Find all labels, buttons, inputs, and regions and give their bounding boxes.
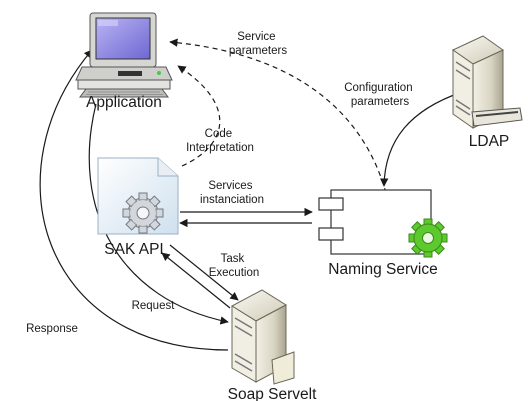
edge-label-request: Request [132,300,176,312]
edge-task-execution-out [169,244,239,301]
edges [39,38,463,351]
edge-label-services-instanciation: Services instanciation [200,180,264,206]
sak-api-label: SAK API [104,241,163,258]
edge-label-service-parameters: Service parameters [229,31,287,57]
naming-service-component-icon [318,189,448,258]
naming-service-label: Naming Service [328,261,437,278]
sak-api-document-icon [97,157,179,235]
edge-response [39,49,229,351]
application-computer-icon [75,12,173,98]
edge-request [88,103,229,325]
soap-servlet-server-icon [231,289,295,385]
ldap-label: LDAP [469,133,510,150]
edge-configuration-parameters [379,91,463,187]
edge-label-code-interpretation: Code Interpretation [186,128,254,154]
edge-code-interpretation [177,65,221,167]
gear-icon [122,192,164,234]
edge-service-parameters [169,38,387,194]
ldap-server-icon [452,35,523,129]
application-label: Application [86,94,162,111]
edge-label-configuration-parameters: Configuration parameters [344,82,416,108]
edge-label-response: Response [26,323,78,335]
soap-servlet-label: Soap Servelt [228,386,317,401]
green-gear-icon [408,218,448,258]
edge-label-task-execution: Task Execution [209,253,260,279]
edge-task-execution-back [161,252,231,309]
